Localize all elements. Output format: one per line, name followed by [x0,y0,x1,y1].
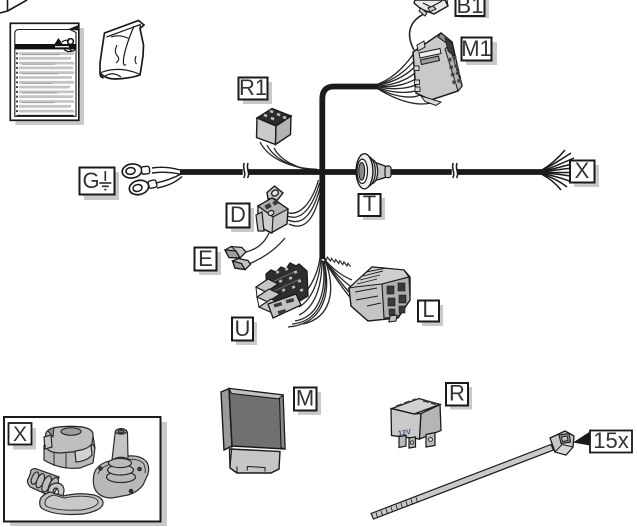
svg-text:12V: 12V [397,427,412,438]
svg-text:B1: B1 [457,0,484,18]
svg-text:T: T [363,191,376,216]
svg-text:U: U [235,316,251,341]
svg-text:M: M [296,386,314,411]
svg-text:E: E [198,246,213,271]
svg-text:15x: 15x [593,428,628,453]
svg-text:L: L [422,297,434,322]
svg-text:M1: M1 [461,36,492,61]
svg-text:X: X [575,158,590,183]
svg-text:R1: R1 [239,75,267,100]
svg-text:R: R [449,381,465,406]
svg-text:D: D [230,202,246,227]
svg-text:G: G [82,168,99,193]
svg-text:X: X [13,423,27,446]
